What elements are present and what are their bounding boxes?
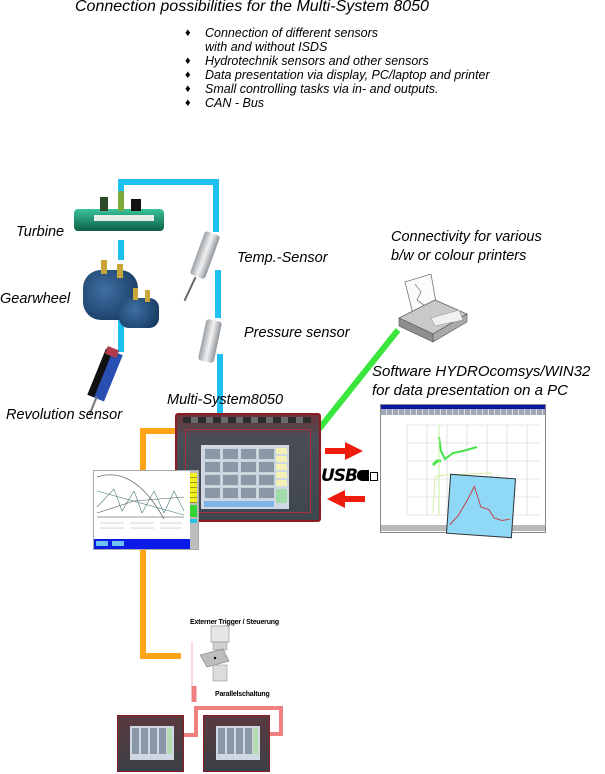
usb-plug-icon: [357, 470, 369, 481]
printer-caption-line1: Connectivity for various: [391, 229, 542, 245]
display-wire: [140, 428, 176, 470]
parallel-device-1: [117, 715, 184, 772]
multi-system-device: [175, 413, 321, 522]
diamond-bullet-icon: ♦: [185, 83, 191, 95]
diamond-bullet-icon: ♦: [185, 69, 191, 81]
temp-sensor-image: [183, 230, 225, 305]
feature-item: ♦ Hydrotechnik sensors and other sensors: [185, 54, 429, 68]
software-titlebar: [381, 405, 545, 409]
diamond-bullet-icon: ♦: [185, 55, 191, 67]
turbine-image: [74, 191, 166, 235]
turbine-label: Turbine: [16, 224, 65, 240]
diamond-bullet-icon: ♦: [185, 27, 191, 39]
feature-list: ♦ Connection of different sensors with a…: [185, 26, 490, 110]
feature-item: ♦ Connection of different sensors with a…: [185, 26, 379, 54]
diamond-bullet-icon: ♦: [185, 97, 191, 109]
temp-sensor-label: Temp.-Sensor: [237, 250, 328, 266]
inset-curve: [449, 485, 511, 526]
usb-arrow-left-icon: [327, 490, 365, 508]
pc-terminal-icon: [199, 625, 230, 682]
usb-arrow-right-icon: [325, 442, 363, 460]
software-toolbar: [381, 409, 545, 415]
pressure-sensor-label: Pressure sensor: [244, 325, 350, 341]
gearwheel-image: [83, 258, 163, 333]
software-inset-chart: [445, 473, 517, 539]
display-chart-panel: [93, 470, 199, 550]
display-chart-curves: [96, 474, 185, 529]
usb-b-icon: [370, 472, 378, 481]
page-title: Connection possibilities for the Multi-S…: [75, 0, 429, 15]
usb-logo: USB: [321, 466, 378, 486]
revolution-sensor-label: Revolution sensor: [6, 407, 123, 423]
parallel-wire: [184, 706, 283, 737]
device-screen: [201, 445, 289, 509]
feature-item: ♦ Data presentation via display, PC/lapt…: [185, 68, 490, 82]
multi-system-label: Multi-System8050: [167, 392, 284, 408]
software-caption-line2: for data presentation on a PC: [372, 382, 568, 399]
printer-image: [395, 273, 475, 344]
pressure-sensor-image: [194, 318, 228, 366]
external-trigger-pc-image: [199, 625, 244, 685]
printer-icon: [398, 273, 468, 343]
usb-text: USB: [321, 466, 358, 486]
printer-caption-line2: b/w or colour printers: [391, 248, 527, 264]
feature-item: ♦ CAN - Bus: [185, 96, 265, 110]
printer-wire: [312, 328, 401, 436]
parallel-device-2: [203, 715, 270, 772]
trigger-wire: [140, 545, 181, 659]
feature-item: ♦ Small controlling tasks via in- and ou…: [185, 82, 439, 96]
external-trigger-label: Externer Trigger / Steuerung: [190, 619, 279, 626]
software-caption-line1: Software HYDROcomsys/WIN32: [372, 363, 591, 380]
parallel-label: Parallelschaltung: [215, 691, 270, 698]
gearwheel-label: Gearwheel: [0, 291, 71, 307]
